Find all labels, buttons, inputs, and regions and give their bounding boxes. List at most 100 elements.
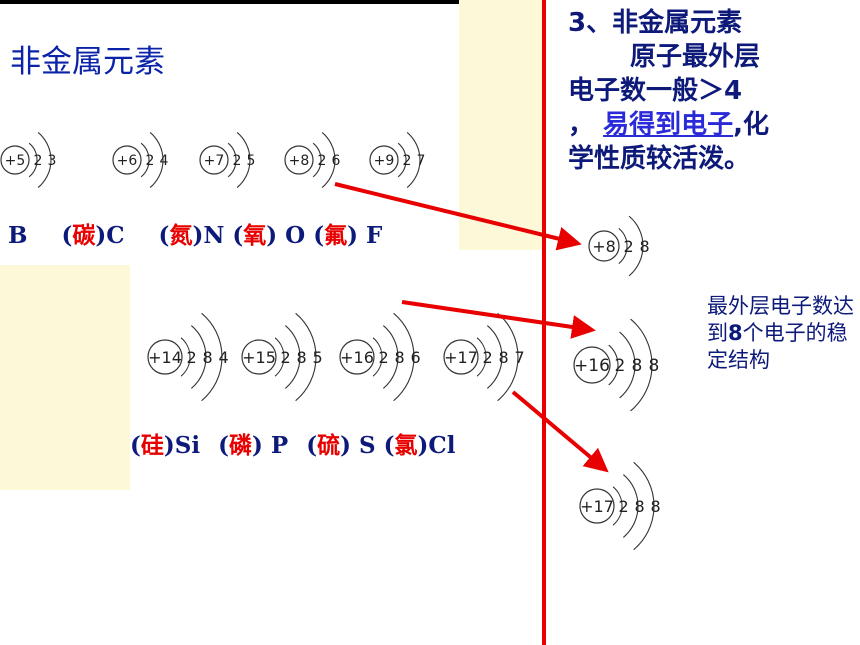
- element-b: B: [8, 222, 28, 249]
- shell-electron-count: 2: [624, 237, 634, 256]
- nucleus-charge: +15: [242, 348, 276, 367]
- electron-shell-arc: [397, 142, 407, 178]
- desc-line-4-tail: ,化: [733, 110, 769, 140]
- electron-shell-arc: [191, 325, 207, 389]
- shell-electron-count: 7: [515, 348, 525, 367]
- nucleus-circle: [443, 339, 479, 375]
- electron-shell-arc: [487, 325, 503, 389]
- electron-shell-arc: [623, 474, 639, 538]
- shell-electron-count: 8: [632, 356, 643, 376]
- shell-electron-count: 2: [317, 153, 326, 169]
- electron-shell-arc: [497, 312, 519, 402]
- nucleus-charge: +16: [340, 348, 374, 367]
- shell-electron-count: 2: [232, 153, 241, 169]
- shell-electron-count: 5: [313, 348, 323, 367]
- arrow-chlorine: [511, 390, 609, 473]
- element-n-cn: 氮: [169, 222, 193, 249]
- nucleus-charge: +17: [580, 497, 614, 516]
- note-number: 8: [728, 321, 743, 345]
- nucleus-charge: +8: [592, 237, 616, 256]
- shell-electron-count: 8: [635, 497, 645, 516]
- shell-electron-count: 8: [297, 348, 307, 367]
- element-s-cn: 硫: [317, 432, 341, 459]
- shell-electron-count: 8: [395, 348, 405, 367]
- element-row-2: (硅)Si(磷) P(硫) S (氯)Cl: [130, 432, 456, 459]
- desc-line-1: 3、非金属元素: [568, 8, 743, 38]
- note-text-2: 个电子的稳定结构: [707, 321, 848, 372]
- element-row-1: B(碳)C(氮)N (氧) O (氟) F: [8, 222, 383, 249]
- shell-electron-count: 6: [411, 348, 421, 367]
- desc-line-4: ， 易得到电子,化: [568, 108, 856, 142]
- nucleus-charge: +16: [574, 356, 610, 376]
- electron-shell-arc: [149, 132, 164, 188]
- nucleus-circle: [369, 145, 399, 175]
- nucleus-circle: [112, 145, 142, 175]
- electron-shell-arc: [274, 337, 285, 377]
- nucleus-circle: [284, 145, 314, 175]
- electron-shell-arc: [180, 337, 191, 377]
- electron-shell-arc: [612, 486, 623, 526]
- nucleus-charge: +14: [148, 348, 182, 367]
- shell-electron-count: 2: [33, 153, 42, 169]
- electron-shell-arc: [619, 331, 636, 399]
- electron-shell-arc: [236, 132, 251, 188]
- electron-shell-arc: [608, 344, 619, 386]
- gain-electrons-link[interactable]: 易得到电子: [603, 110, 734, 140]
- shell-electron-count: 8: [203, 348, 213, 367]
- shell-electron-count: 2: [402, 153, 411, 169]
- top-border: [0, 0, 459, 4]
- nucleus-circle: [199, 145, 229, 175]
- nucleus-circle: [588, 230, 620, 262]
- shell-electron-count: 4: [219, 348, 229, 367]
- electron-shell-arc: [476, 337, 487, 377]
- shell-electron-count: 8: [640, 237, 650, 256]
- electron-shell-arc: [201, 312, 223, 402]
- element-f: F: [365, 222, 383, 249]
- element-si: Si: [174, 432, 201, 459]
- nucleus-charge: +6: [117, 153, 138, 169]
- element-o-cn: 氧: [243, 222, 267, 249]
- nucleus-circle: [241, 339, 277, 375]
- shell-electron-count: 2: [615, 356, 626, 376]
- nucleus-charge: +8: [289, 153, 310, 169]
- nucleus-circle: [579, 488, 615, 524]
- electron-shell-arc: [393, 312, 415, 402]
- shell-electron-count: 2: [619, 497, 629, 516]
- nucleus-charge: +17: [444, 348, 478, 367]
- desc-line-5: 学性质较活泼。: [568, 144, 751, 174]
- nucleus-circle: [0, 145, 30, 175]
- electron-shell-arc: [295, 312, 317, 402]
- electron-shell-arc: [633, 461, 655, 551]
- electron-shell-arc: [227, 142, 237, 178]
- shell-electron-count: 2: [379, 348, 389, 367]
- element-o: O: [285, 222, 306, 249]
- nucleus-circle: [147, 339, 183, 375]
- electron-shell-arc: [285, 325, 301, 389]
- element-si-cn: 硅: [140, 432, 164, 459]
- desc-line-3: 电子数一般＞4: [568, 76, 743, 106]
- electron-shell-arc: [312, 142, 322, 178]
- electron-shell-arc: [628, 215, 644, 277]
- shell-electron-count: 3: [47, 153, 56, 169]
- shell-electron-count: 2: [483, 348, 493, 367]
- element-p: P: [270, 432, 289, 459]
- highlight-panel-top: [459, 0, 543, 250]
- nonmetal-description: 3、非金属元素 原子最外层 电子数一般＞4 ， 易得到电子,化 学性质较活泼。: [568, 6, 856, 176]
- shell-electron-count: 2: [281, 348, 291, 367]
- nucleus-circle: [339, 339, 375, 375]
- element-f-cn: 氟: [324, 222, 348, 249]
- element-p-cn: 磷: [229, 432, 253, 459]
- highlight-panel-left: [0, 265, 130, 490]
- electron-shell-arc: [321, 132, 336, 188]
- element-n: N: [203, 222, 225, 249]
- element-c: C: [106, 222, 125, 249]
- desc-line-2: 原子最外层: [630, 42, 761, 72]
